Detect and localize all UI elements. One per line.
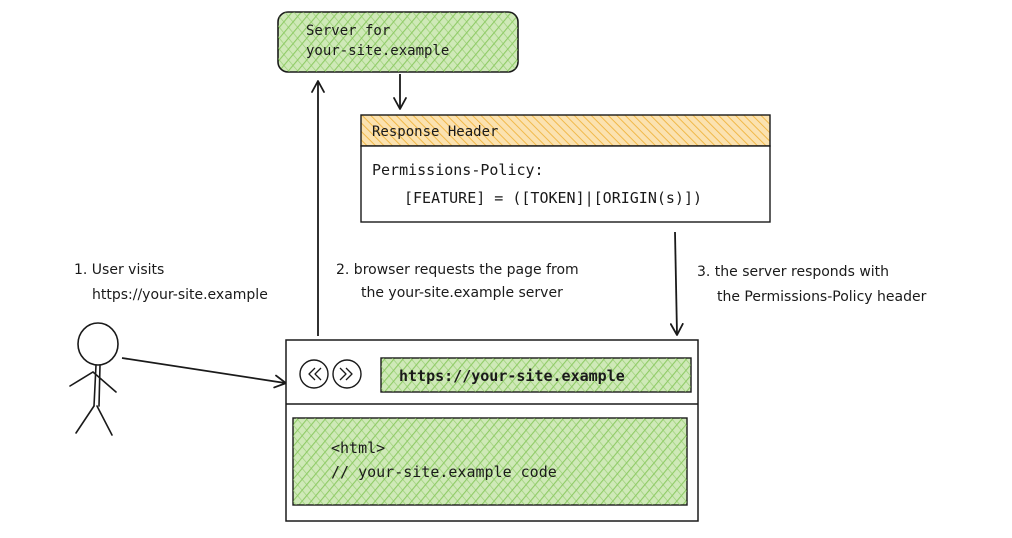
server-box-label-line2: your-site.example	[306, 43, 449, 59]
address-bar-url: https://your-site.example	[399, 367, 625, 385]
permissions-policy-line: Permissions-Policy:	[372, 161, 544, 179]
server-box-label-line1: Server for	[306, 23, 390, 39]
arrow-header-to-browser	[669, 231, 684, 336]
step1-line1: 1. User visits	[74, 262, 164, 278]
step2-line1: 2. browser requests the page from	[336, 262, 579, 278]
step3-line2: the Permissions-Policy header	[717, 289, 927, 305]
permissions-policy-syntax: [FEATURE] = ([TOKEN]|[ORIGIN(s)])	[404, 189, 702, 207]
user-figure-icon	[69, 322, 119, 436]
browser-window: https://your-site.example <html> // your…	[285, 339, 699, 522]
step2-line2: the your-site.example server	[361, 285, 563, 301]
code-line-html: <html>	[331, 439, 385, 457]
address-bar[interactable]: https://your-site.example	[380, 357, 692, 393]
response-header-box: Response Header Permissions-Policy: [FEA…	[360, 114, 771, 223]
forward-button-icon[interactable]	[332, 359, 362, 389]
code-line-comment: // your-site.example code	[331, 463, 557, 481]
step3-line1: 3. the server responds with	[697, 264, 889, 280]
back-button-icon[interactable]	[299, 359, 329, 389]
step1-line2: https://your-site.example	[92, 287, 268, 303]
step3-label: 3. the server responds with the Permissi…	[697, 264, 927, 305]
step1-label: 1. User visits https://your-site.example	[74, 262, 268, 303]
response-header-title: Response Header	[372, 124, 498, 140]
page-content-area: <html> // your-site.example code	[292, 417, 688, 506]
arrow-user-to-browser	[121, 357, 287, 389]
step2-label: 2. browser requests the page from the yo…	[336, 262, 579, 301]
server-box: Server for your-site.example	[277, 11, 519, 73]
